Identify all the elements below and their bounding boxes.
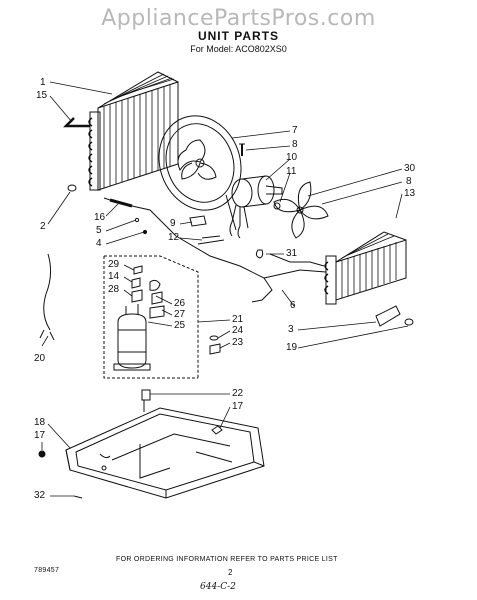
callout-6: 6 <box>290 300 296 311</box>
ordering-instruction: FOR ORDERING INFORMATION REFER TO PARTS … <box>116 556 338 563</box>
capillary-filter[interactable] <box>103 197 241 267</box>
callout-25: 25 <box>174 320 186 331</box>
callout-31: 31 <box>286 248 298 259</box>
callout-17-right: 17 <box>232 401 244 412</box>
callout-20: 20 <box>34 353 46 364</box>
callout-16: 16 <box>94 212 106 223</box>
callout-2: 2 <box>40 221 46 232</box>
callout-22: 22 <box>232 388 244 399</box>
callout-29: 29 <box>108 259 120 270</box>
page-title: UNIT PARTS <box>197 29 280 43</box>
blower-wheel[interactable] <box>146 104 254 231</box>
callout-8-screw: 8 <box>292 139 298 150</box>
callout-24: 24 <box>232 325 244 336</box>
callout-8-fan: 8 <box>406 176 412 187</box>
callout-3: 3 <box>288 324 294 335</box>
callout-1: 1 <box>40 77 46 88</box>
callout-21: 21 <box>232 314 244 325</box>
base-screw-left[interactable] <box>38 450 46 458</box>
callout-13: 13 <box>404 188 416 199</box>
callout-5: 5 <box>96 225 102 236</box>
handwritten-note: 644-C-2 <box>200 582 236 592</box>
callout-14: 14 <box>108 271 120 282</box>
leader-lines <box>41 81 409 497</box>
base-pan[interactable] <box>65 407 265 499</box>
mounting-bolt[interactable] <box>73 495 83 499</box>
model-label: For Model: ACO802XS0 <box>190 44 287 54</box>
callout-10: 10 <box>286 152 298 163</box>
callout-23: 23 <box>232 337 244 348</box>
refrigerant-tubing[interactable] <box>239 253 327 303</box>
screw[interactable] <box>239 143 245 156</box>
callout-19: 19 <box>286 342 298 353</box>
motor-nut[interactable] <box>273 202 281 210</box>
grommet[interactable] <box>67 184 77 192</box>
callout-12: 12 <box>168 232 180 243</box>
power-cord[interactable] <box>39 253 55 341</box>
clip[interactable] <box>255 249 264 259</box>
motor-bracket[interactable] <box>189 215 207 227</box>
evaporator-coil[interactable] <box>324 231 407 305</box>
callout-11: 11 <box>286 166 297 177</box>
callout-27: 27 <box>174 309 186 320</box>
mount-washer[interactable] <box>209 335 219 341</box>
base-screw[interactable] <box>211 425 223 435</box>
callout-26: 26 <box>174 298 186 309</box>
fan-motor[interactable] <box>229 175 283 239</box>
page-number: 2 <box>228 568 233 577</box>
fan-blade[interactable] <box>273 181 329 239</box>
compressor-assembly[interactable] <box>103 255 199 379</box>
callout-7: 7 <box>292 125 298 136</box>
wire-leads[interactable] <box>197 235 225 245</box>
drain-tube[interactable] <box>375 305 414 327</box>
callout-28: 28 <box>108 284 120 295</box>
callout-15: 15 <box>36 90 48 101</box>
watermark: AppliancePartsPros.com <box>101 6 376 31</box>
part-number: 789457 <box>34 567 60 574</box>
mount-stud[interactable] <box>141 389 151 412</box>
callout-30: 30 <box>404 163 416 174</box>
mount-grommet[interactable] <box>209 343 221 355</box>
callout-9: 9 <box>170 218 176 229</box>
callout-32: 32 <box>34 490 46 501</box>
callout-18: 18 <box>34 417 46 428</box>
callout-17-left: 17 <box>34 430 46 441</box>
callout-4: 4 <box>96 238 102 249</box>
condenser-coil[interactable] <box>88 71 179 191</box>
